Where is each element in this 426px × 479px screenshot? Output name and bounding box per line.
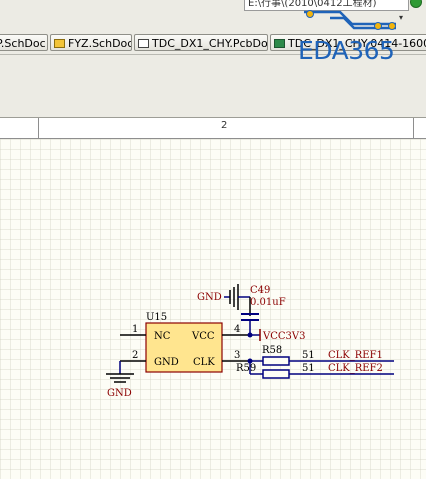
pin-name: GND bbox=[154, 357, 179, 368]
resistor-designator: R59 bbox=[236, 363, 256, 374]
chip-designator: U15 bbox=[146, 312, 167, 323]
resistor-body bbox=[262, 369, 290, 379]
capacitor-designator: C49 bbox=[250, 285, 270, 296]
eda365-logo-icon bbox=[304, 10, 396, 30]
resistor-value: 51 bbox=[302, 350, 315, 361]
tab-label: TDC_DX1_CHY.PcbDoc bbox=[152, 37, 268, 50]
schematic-canvas[interactable]: GND C49 0.01uF U15 1 NC 2 GND 4 VCC 3 CL… bbox=[0, 139, 426, 479]
pin-name: CLK bbox=[193, 357, 215, 368]
tab-label: TDC_DX1_CHY-0414-1600.PcbDoc bbox=[288, 37, 426, 50]
chip-body bbox=[145, 322, 223, 373]
resistor-r59[interactable] bbox=[262, 369, 394, 379]
pcb-doc-icon bbox=[138, 39, 149, 48]
sheet-zone-ruler: 2 bbox=[0, 118, 426, 139]
chevron-down-icon[interactable]: ▾ bbox=[398, 13, 403, 22]
pin-number: 2 bbox=[132, 350, 138, 361]
zone-divider bbox=[413, 118, 414, 138]
status-ok-icon bbox=[410, 0, 422, 8]
clk-ref1-net-label: CLK_REF1 bbox=[328, 350, 383, 361]
chip-u15[interactable] bbox=[120, 322, 250, 373]
tab-p-schdoc[interactable]: P.SchDoc bbox=[0, 34, 48, 51]
pin-number: 4 bbox=[234, 324, 240, 335]
tab-tdc-dx1-chy-0414-1600-pcbdoc[interactable]: TDC_DX1_CHY-0414-1600.PcbDoc bbox=[270, 34, 426, 51]
schematic-sheet[interactable]: GND C49 0.01uF U15 1 NC 2 GND 4 VCC 3 CL… bbox=[0, 139, 426, 479]
title-bar: E:\行事\(2010\0412工程材) ▾ bbox=[0, 0, 426, 34]
tab-label: P.SchDoc bbox=[0, 37, 46, 50]
vcc-net-label: VCC3V3 bbox=[262, 331, 305, 342]
tab-label: FYZ.SchDoc bbox=[68, 37, 132, 50]
tab-tdc-dx1-chy-pcbdoc[interactable]: TDC_DX1_CHY.PcbDoc bbox=[134, 34, 268, 51]
capacitor-value: 0.01uF bbox=[250, 297, 286, 308]
zone-divider bbox=[38, 118, 39, 138]
document-path-combo[interactable]: E:\行事\(2010\0412工程材) bbox=[244, 0, 409, 11]
gnd-net-label: GND bbox=[197, 292, 222, 303]
editor-panel-area bbox=[0, 55, 426, 118]
gnd-net-label: GND bbox=[107, 388, 132, 399]
eda365-logo: EDA365 bbox=[298, 36, 395, 65]
resistor-value: 51 bbox=[302, 363, 315, 374]
document-tab-bar: P.SchDoc FYZ.SchDoc TDC_DX1_CHY.PcbDoc T… bbox=[0, 34, 426, 55]
clk-ref2-net-label: CLK_REF2 bbox=[328, 363, 383, 374]
capacitor-c49[interactable] bbox=[224, 284, 259, 335]
schematic-doc-icon bbox=[54, 39, 65, 48]
tab-fyz-schdoc[interactable]: FYZ.SchDoc bbox=[50, 34, 132, 51]
pin-number: 1 bbox=[132, 324, 138, 335]
resistor-designator: R58 bbox=[262, 345, 282, 356]
zone-label: 2 bbox=[221, 120, 228, 131]
resistor-body bbox=[262, 356, 290, 366]
pin-name: VCC bbox=[191, 331, 215, 342]
pin-number: 3 bbox=[234, 350, 240, 361]
pin-name: NC bbox=[154, 331, 171, 342]
pcb-doc-icon bbox=[274, 39, 285, 48]
resistor-r58[interactable] bbox=[262, 356, 394, 366]
